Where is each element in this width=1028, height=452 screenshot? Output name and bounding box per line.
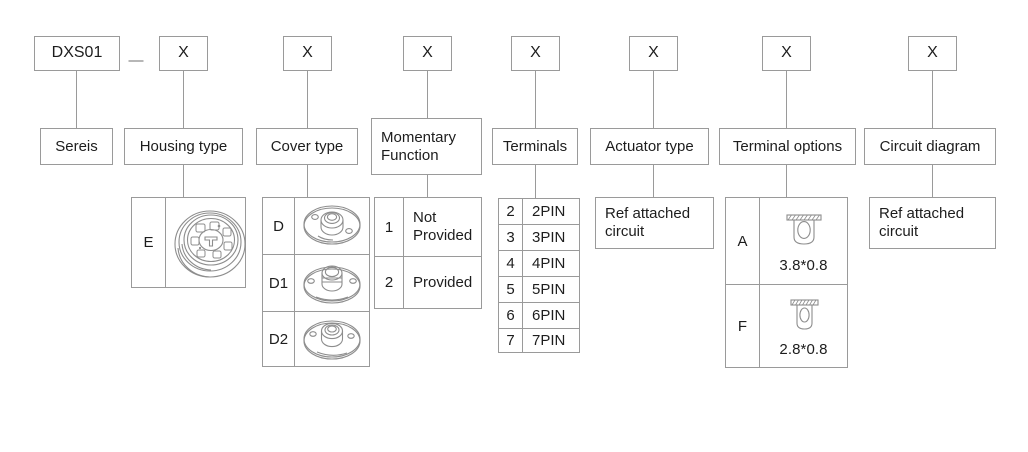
connector-series <box>76 71 77 128</box>
table-row: 2 2PIN <box>499 199 579 224</box>
table-row: 3 3PIN <box>499 224 579 250</box>
category-label-terminals: Terminals <box>492 128 578 165</box>
category-label-actuator-type: Actuator type <box>590 128 709 165</box>
terminals-code: 4 <box>499 251 523 276</box>
code-box-actuator-type: X <box>629 36 678 71</box>
connector-circuit-diagram <box>932 71 933 128</box>
table-row: 4 4PIN <box>499 250 579 276</box>
connector-cover-type <box>307 71 308 128</box>
housing-type-table: E <box>131 197 246 288</box>
table-row: E <box>132 198 246 287</box>
table-row: D <box>263 198 369 254</box>
terminals-label: 5PIN <box>532 280 566 298</box>
connector-terminal-options-table <box>786 165 787 197</box>
cover-type-image <box>295 198 369 254</box>
terminals-code: 2 <box>499 199 523 224</box>
housing-type-code: E <box>132 198 166 287</box>
connector-actuator-type <box>653 71 654 128</box>
momentary-function-code: 1 <box>375 198 404 256</box>
terminals-code: 3 <box>499 225 523 250</box>
cover-type-code: D2 <box>263 312 295 366</box>
category-label-cover-type: Cover type <box>256 128 358 165</box>
code-box-terminals: X <box>511 36 560 71</box>
category-label-terminal-options: Terminal options <box>719 128 856 165</box>
connector-terminals-options <box>535 165 536 198</box>
terminal-options-cell: 3.8*0.8 <box>760 198 847 284</box>
table-row: 5 5PIN <box>499 276 579 302</box>
terminals-label: 4PIN <box>532 254 566 272</box>
table-row: 7 7PIN <box>499 328 579 352</box>
terminal-options-dimension: 2.8*0.8 <box>779 340 828 358</box>
table-row: F 2.8*0.8 <box>726 284 847 367</box>
terminals-label: 7PIN <box>532 331 566 349</box>
connector-actuator-note <box>653 165 654 197</box>
terminal-blade-icon <box>785 214 822 245</box>
table-row: 2 Provided <box>375 256 481 308</box>
cover-type-table: D <box>262 197 370 367</box>
actuator-type-note: Ref attached circuit <box>595 197 714 249</box>
connector-momentary-options <box>427 175 428 197</box>
momentary-function-code: 2 <box>375 257 404 308</box>
category-label-series: Sereis <box>40 128 113 165</box>
connector-terminal-options <box>786 71 787 128</box>
terminal-options-code: F <box>726 285 760 367</box>
terminal-options-cell: 2.8*0.8 <box>760 285 847 367</box>
terminal-blade-icon <box>789 299 819 330</box>
connector-momentary-function <box>427 71 428 118</box>
connector-terminals <box>535 71 536 128</box>
table-row: D2 <box>263 311 369 366</box>
cover-type-code: D1 <box>263 255 295 311</box>
code-box-momentary-function: X <box>403 36 452 71</box>
table-row: 1 Not Provided <box>375 198 481 256</box>
terminals-code: 6 <box>499 303 523 328</box>
table-row: D1 <box>263 254 369 311</box>
code-box-cover-type: X <box>283 36 332 71</box>
category-label-momentary-function: Momentary Function <box>371 118 482 175</box>
terminal-options-code: A <box>726 198 760 284</box>
cover-type-image <box>295 312 369 366</box>
terminals-label: 3PIN <box>532 228 566 246</box>
momentary-function-table: 1 Not Provided 2 Provided <box>374 197 482 309</box>
momentary-function-label: Not Provided <box>413 209 473 244</box>
terminals-label: 6PIN <box>532 306 566 324</box>
housing-type-image <box>166 198 254 287</box>
terminals-code: 7 <box>499 329 523 352</box>
category-label-housing-type: Housing type <box>124 128 243 165</box>
table-row: 6 6PIN <box>499 302 579 328</box>
code-box-housing-type: X <box>159 36 208 71</box>
code-box-terminal-options: X <box>762 36 811 71</box>
connector-circuit-note <box>932 165 933 197</box>
connector-housing-options <box>183 165 184 197</box>
terminals-table: 2 2PIN 3 3PIN 4 4PIN 5 5PIN 6 6PIN 7 7PI… <box>498 198 580 353</box>
code-box-circuit-diagram: X <box>908 36 957 71</box>
code-separator-dash: — <box>128 52 144 69</box>
momentary-function-label: Provided <box>413 273 473 291</box>
connector-cover-options <box>307 165 308 197</box>
category-label-circuit-diagram: Circuit diagram <box>864 128 996 165</box>
table-row: A 3.8*0.8 <box>726 198 847 284</box>
terminal-options-dimension: 3.8*0.8 <box>779 256 828 274</box>
terminals-code: 5 <box>499 277 523 302</box>
cover-type-code: D <box>263 198 295 254</box>
code-box-series: DXS01 <box>34 36 120 71</box>
connector-housing-type <box>183 71 184 128</box>
circuit-diagram-note: Ref attached circuit <box>869 197 996 249</box>
terminals-label: 2PIN <box>532 202 566 220</box>
cover-type-image <box>295 255 369 311</box>
terminal-options-table: A 3.8*0.8 F <box>725 197 848 368</box>
